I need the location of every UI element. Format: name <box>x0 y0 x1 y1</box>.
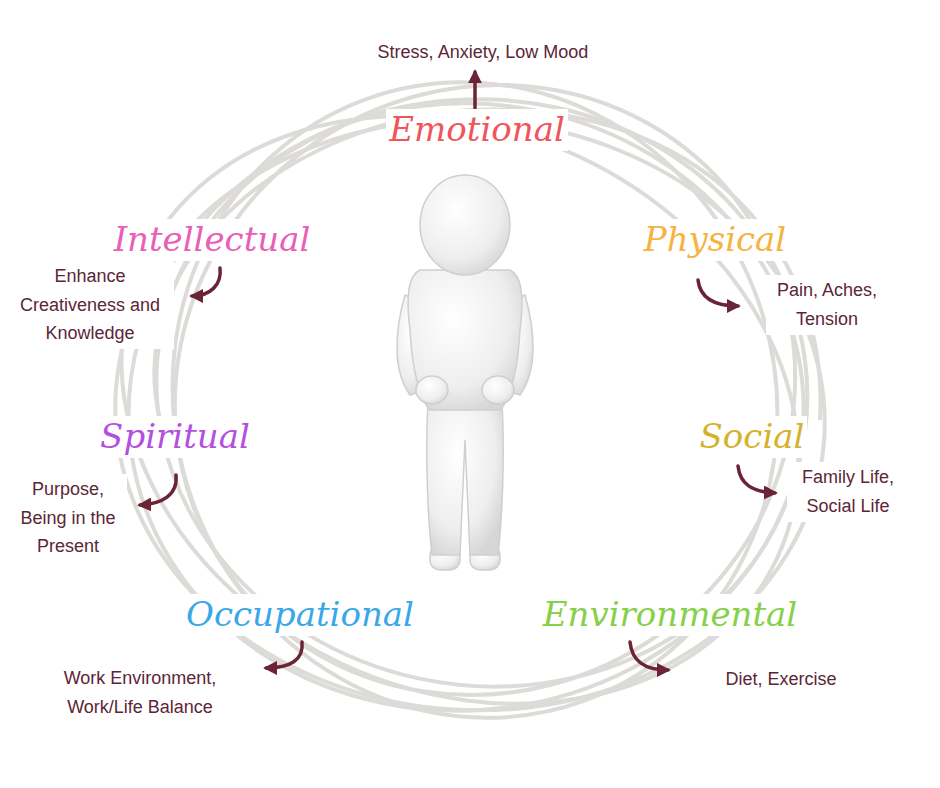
category-label: Intellectual <box>111 219 314 260</box>
pointer-arrows <box>140 72 775 670</box>
category-label: Environmental <box>540 594 801 635</box>
description-note: Enhance Creativeness and Knowledge <box>6 261 174 349</box>
description-note: Diet, Exercise <box>722 664 839 695</box>
description-note: Pain, Aches, Tension <box>766 275 888 335</box>
category-label: Emotional <box>386 109 568 150</box>
description-note: Purpose, Being in the Present <box>9 474 127 562</box>
person-figure <box>397 175 533 570</box>
description-note: Work Environment, Work/Life Balance <box>43 663 238 723</box>
category-label: Spiritual <box>97 416 253 457</box>
category-label: Social <box>697 416 808 457</box>
description-note: Family Life, Social Life <box>787 462 909 522</box>
category-label: Occupational <box>183 594 417 635</box>
category-label: Physical <box>641 219 790 260</box>
symptom-note: Stress, Anxiety, Low Mood <box>375 37 592 68</box>
scribble-circles <box>24 0 915 788</box>
